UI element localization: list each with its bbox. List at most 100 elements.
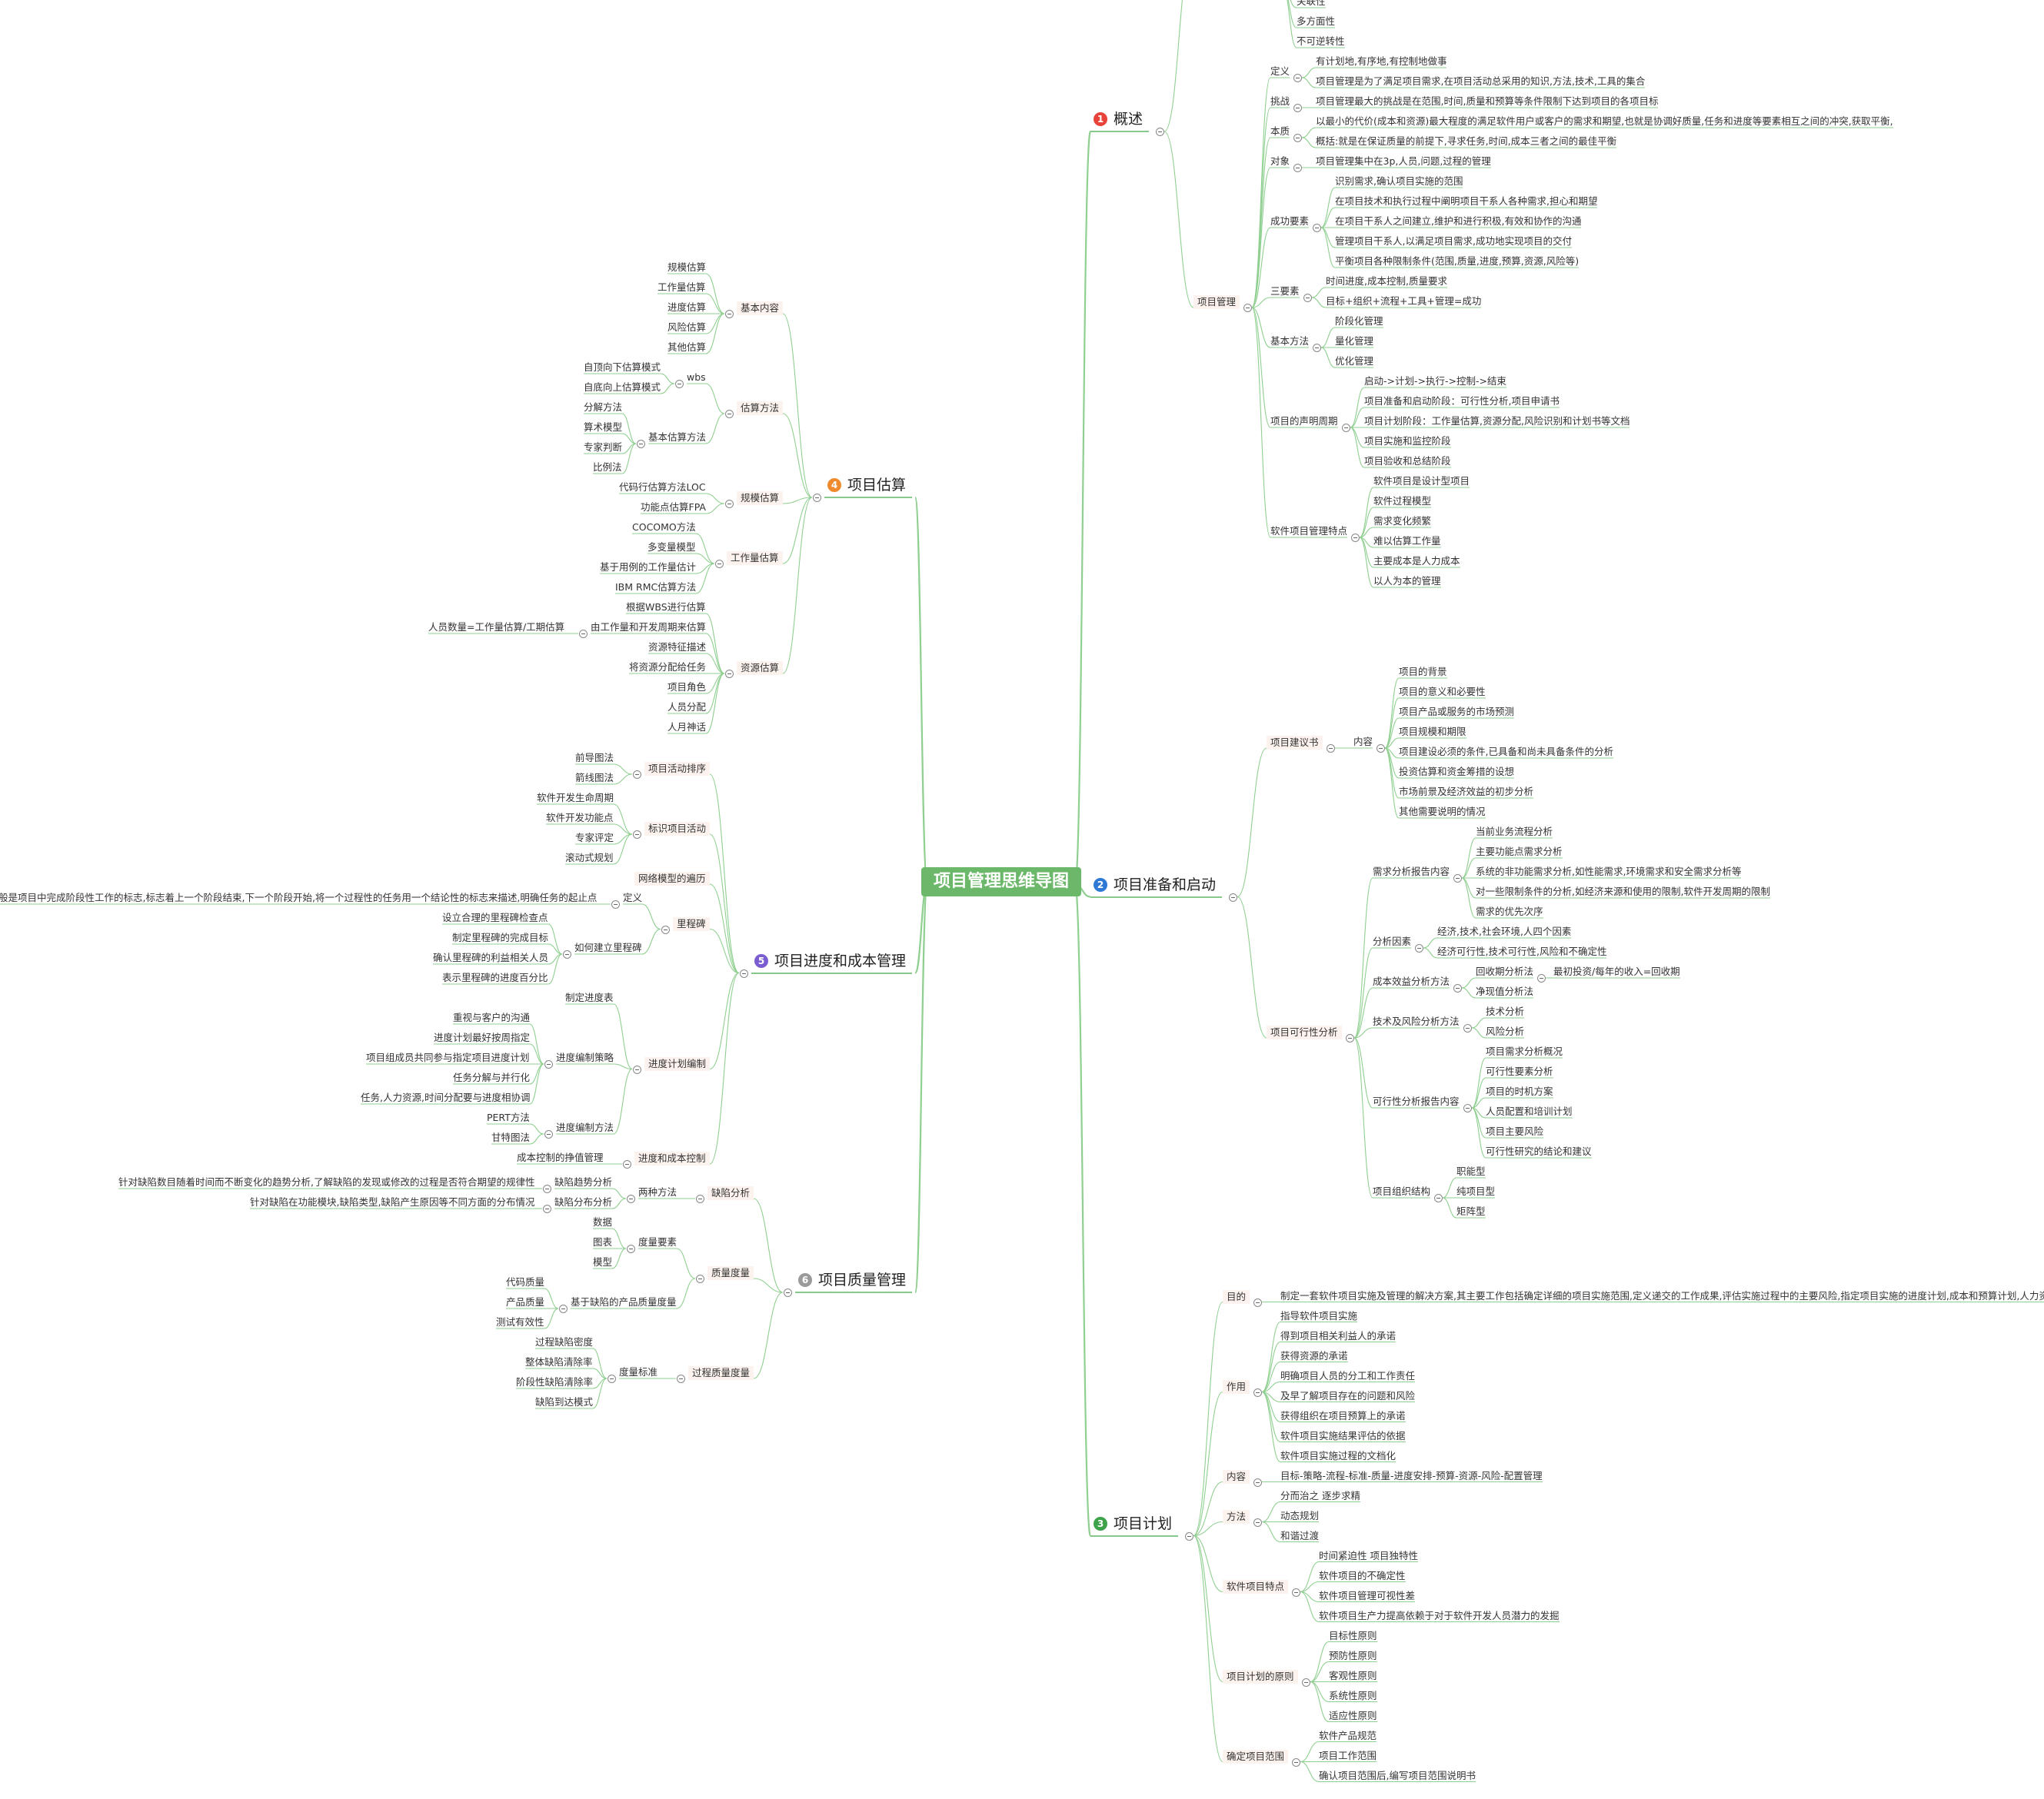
collapse-toggle-icon[interactable]: [1185, 1531, 1193, 1541]
topic-node[interactable]: 目标+组织+流程+工具+管理=成功: [1326, 295, 1482, 307]
topic-node[interactable]: 项目实施和监控阶段: [1364, 435, 1451, 447]
topic-node[interactable]: 项目的时机方案: [1486, 1086, 1553, 1097]
collapse-toggle-icon[interactable]: [1327, 744, 1335, 753]
topic-node[interactable]: 项目验收和总结阶段: [1364, 455, 1451, 467]
topic-node[interactable]: 难以估算工作量: [1373, 535, 1441, 547]
topic-node[interactable]: 目标性原则: [1329, 1629, 1377, 1641]
topic-node[interactable]: 最初投资/每年的收入=回收期: [1553, 966, 1680, 977]
collapse-toggle-icon[interactable]: [1463, 1024, 1472, 1033]
topic-node[interactable]: 进度估算: [667, 301, 707, 313]
collapse-toggle-icon[interactable]: [1253, 1518, 1262, 1527]
topic-node[interactable]: 甘特图法: [491, 1132, 531, 1143]
topic-node[interactable]: 确认里程碑的利益相关人员: [433, 952, 549, 963]
topic-node[interactable]: 模型: [593, 1256, 613, 1268]
topic-node[interactable]: 技术分析: [1486, 1006, 1525, 1017]
collapse-toggle-icon[interactable]: [1156, 128, 1164, 136]
topic-node[interactable]: 项目准备和启动阶段：可行性分析,项目申请书: [1364, 395, 1560, 407]
topic-node[interactable]: 挑战: [1270, 95, 1290, 107]
topic-node[interactable]: 可行性要素分析: [1486, 1066, 1553, 1077]
topic-node[interactable]: 功能点估算FPA: [641, 501, 706, 513]
topic-node[interactable]: 对象: [1270, 155, 1290, 167]
topic-node[interactable]: 动态规划: [1280, 1509, 1320, 1521]
topic-node[interactable]: 基本估算方法: [648, 431, 707, 443]
topic-node[interactable]: 数据: [593, 1216, 613, 1228]
collapse-toggle-icon[interactable]: [1253, 1388, 1262, 1397]
topic-node[interactable]: 制定里程碑的完成目标: [452, 932, 549, 943]
subtopic[interactable]: 项目管理: [1193, 295, 1240, 309]
topic-node[interactable]: 人月神话: [667, 721, 707, 733]
topic-node[interactable]: 代码行估算方法LOC: [619, 481, 706, 493]
subtopic[interactable]: 标识项目活动: [644, 822, 711, 836]
topic-node[interactable]: 得到项目相关利益人的承诺: [1280, 1329, 1397, 1342]
collapse-toggle-icon[interactable]: [623, 1160, 631, 1169]
topic-node[interactable]: 滚动式规划: [565, 852, 614, 863]
topic-node[interactable]: 测试有效性: [496, 1316, 544, 1328]
topic-node[interactable]: 任务分解与并行化: [453, 1072, 531, 1083]
collapse-toggle-icon[interactable]: [544, 1060, 553, 1069]
topic-node[interactable]: 项目管理集中在3p,人员,问题,过程的管理: [1316, 155, 1491, 167]
topic-node[interactable]: 系统的非功能需求分析,如性能需求,环境需求和安全需求分析等: [1476, 866, 1742, 877]
topic-node[interactable]: 其他估算: [667, 341, 707, 353]
topic-node[interactable]: 目标-策略-流程-标准-质量-进度安排-预算-资源-风险-配置管理: [1280, 1469, 1543, 1481]
topic-node[interactable]: 项目管理是为了满足项目需求,在项目活动总采用的知识,方法,技术,工具的集合: [1316, 75, 1646, 87]
collapse-toggle-icon[interactable]: [627, 1195, 635, 1203]
subtopic[interactable]: 项目活动排序: [644, 762, 711, 776]
collapse-toggle-icon[interactable]: [1463, 1104, 1472, 1112]
topic-node[interactable]: 需求的优先次序: [1476, 906, 1543, 917]
collapse-toggle-icon[interactable]: [1293, 134, 1302, 142]
collapse-toggle-icon[interactable]: [543, 1205, 551, 1213]
topic-node[interactable]: 重视与客户的沟通: [453, 1012, 531, 1023]
topic-node[interactable]: 指导软件项目实施: [1280, 1309, 1358, 1322]
topic-node[interactable]: 进度计划最好按周指定: [434, 1032, 531, 1043]
topic-node[interactable]: IBM RMC估算方法: [615, 581, 697, 593]
topic-node[interactable]: 两种方法: [638, 1186, 677, 1198]
topic-node[interactable]: COCOMO方法: [632, 521, 696, 533]
topic-node[interactable]: 阶段化管理: [1335, 315, 1383, 327]
topic-node[interactable]: 软件项目生产力提高依赖于对于软件开发人员潜力的发掘: [1319, 1609, 1560, 1621]
subtopic[interactable]: 缺陷分析: [707, 1186, 754, 1200]
collapse-toggle-icon[interactable]: [1292, 1757, 1300, 1767]
collapse-toggle-icon[interactable]: [1537, 974, 1546, 983]
topic-node[interactable]: 自底向上估算模式: [584, 381, 661, 393]
topic-node[interactable]: 项目组织结构: [1373, 1185, 1431, 1197]
topic-node[interactable]: 过程缺陷密度: [535, 1336, 594, 1348]
topic-node[interactable]: 可行性分析报告内容: [1373, 1096, 1460, 1107]
topic-node[interactable]: 及早了解项目存在的问题和风险: [1280, 1389, 1416, 1402]
topic-node[interactable]: 可行性研究的结论和建议: [1486, 1146, 1592, 1157]
collapse-toggle-icon[interactable]: [725, 500, 734, 508]
subtopic[interactable]: 规模估算: [737, 491, 784, 505]
subtopic[interactable]: 进度和成本控制: [634, 1152, 710, 1166]
topic-node[interactable]: 比例法: [593, 461, 622, 473]
topic-node[interactable]: 多方面性: [1297, 15, 1336, 27]
topic-node[interactable]: 其他需要说明的情况: [1399, 806, 1486, 817]
topic-node[interactable]: 在项目干系人之间建立,维护和进行积极,有效和协作的沟通: [1335, 215, 1582, 227]
collapse-toggle-icon[interactable]: [813, 494, 821, 502]
collapse-toggle-icon[interactable]: [696, 1195, 704, 1203]
topic-node[interactable]: 代码质量: [506, 1276, 545, 1288]
topic-node[interactable]: 净现值分析法: [1476, 986, 1534, 997]
topic-node[interactable]: 时间紧迫性 项目独特性: [1319, 1549, 1418, 1561]
topic-node[interactable]: 基本方法: [1270, 335, 1310, 347]
collapse-toggle-icon[interactable]: [661, 925, 670, 934]
collapse-toggle-icon[interactable]: [1293, 164, 1302, 172]
topic-node[interactable]: 缺陷到达模式: [535, 1396, 594, 1408]
topic-node[interactable]: 针对缺陷数目随着时间而不断变化的趋势分析,了解缺陷的发现或修改的过程是否符合期望…: [118, 1176, 535, 1188]
subtopic[interactable]: 过程质量度量: [688, 1366, 754, 1380]
topic-node[interactable]: 不可逆转性: [1297, 35, 1345, 47]
collapse-toggle-icon[interactable]: [1453, 984, 1462, 993]
topic-node[interactable]: 分析因素: [1373, 936, 1412, 947]
collapse-toggle-icon[interactable]: [675, 380, 684, 388]
subtopic[interactable]: 项目可行性分析: [1267, 1026, 1342, 1039]
topic-node[interactable]: 量化管理: [1335, 335, 1374, 347]
subtopic[interactable]: 作用: [1223, 1379, 1250, 1394]
topic-node[interactable]: 专家判断: [584, 441, 623, 453]
topic-node[interactable]: 主要成本是人力成本: [1373, 555, 1460, 567]
topic-node[interactable]: 人员数量=工作量估算/工期估算: [428, 621, 565, 633]
collapse-toggle-icon[interactable]: [633, 1065, 641, 1074]
collapse-toggle-icon[interactable]: [1253, 1298, 1262, 1307]
topic-node[interactable]: 获得组织在项目预算上的承诺: [1280, 1409, 1406, 1422]
